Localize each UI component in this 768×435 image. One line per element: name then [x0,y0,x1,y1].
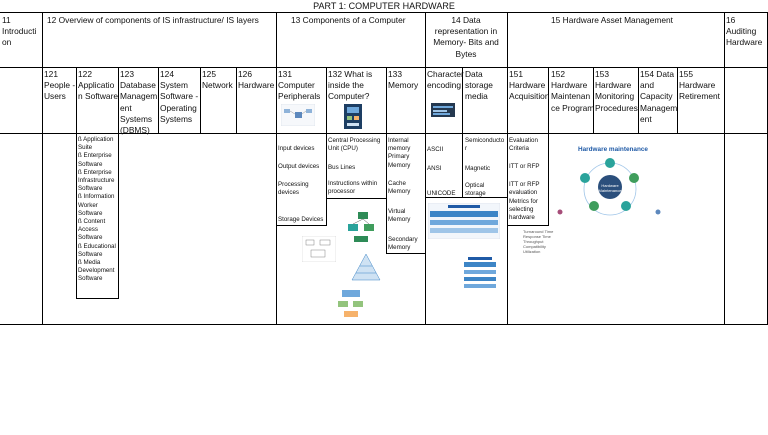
ascii-label: ASCII [427,146,444,153]
app-list-box-left [76,133,77,299]
application-software-list: ß Application Suite ß Enterprise Softwar… [78,136,116,283]
col-divider [42,12,43,325]
sub-divider [326,67,327,134]
inside-box-right [386,133,387,199]
virtual-memory-label: Virtual Memory [388,208,411,224]
col-divider [724,12,725,325]
subheader-141: Character encoding [427,69,464,91]
header-15: 15 Hardware Asset Management [551,15,673,25]
input-devices: Input devices [278,145,315,152]
peripherals-thumbnail [281,104,315,126]
subheader-153: 153 Hardware Monitoring Procedures [595,69,638,113]
itt-rfp-evaluation: ITT or RFP evaluation [509,181,540,197]
app-list-box-right [118,133,119,299]
header-12: 12 Overview of components of IS infrastr… [47,15,259,25]
metrics-list: Turnaround Time Response Time Throughput… [523,229,554,254]
computer-inside-thumbnail [344,104,362,129]
subheader-121: 121 People - Users [44,69,76,102]
sub-divider [158,67,159,134]
hardware-maintenance-diagram [557,158,661,216]
processor-diagram [344,208,380,248]
cache-memory-label: Cache Memory [388,180,411,196]
col-divider [425,12,426,325]
sub-divider [118,67,119,134]
header-11: 11 Introducti on [2,15,37,48]
sub-divider [548,67,549,134]
encoding-box-bottom [425,197,507,198]
header-14: 14 Data representation in Memory- Bits a… [433,15,499,59]
subheader-122: 122 Applicatio n Software [78,69,119,102]
header-row-divider [0,67,768,68]
header-13: 13 Components of a Computer [291,15,406,25]
subheader-124: 124 System Software - Operating Systems [160,69,199,124]
subheader-123: 123 Database Managem ent Systems (DBMS) [120,69,158,136]
ansi-label: ANSI [427,165,442,172]
subheader-154: 154 Data and Capacity Managem ent [640,69,678,124]
subheader-152: 152 Hardware Maintenan ce Program [551,69,595,113]
output-devices: Output devices [278,163,320,170]
subheader-125: 125 Network [202,69,233,91]
peripherals-box-bottom [276,225,327,226]
sub-divider [76,67,77,134]
header-16: 16 Auditing Hardware [726,15,763,48]
sub-divider [593,67,594,134]
app-list-box-bottom [76,298,119,299]
bus-lines-label: Bus Lines [328,164,356,171]
acquisition-box-bottom [507,225,549,226]
subheader-155: 155 Hardware Retirement [679,69,720,102]
cpu-label: Central Processing Unit (CPU) [328,137,381,153]
bits-bytes-slide [462,256,498,296]
computer-block-diagram [302,236,336,262]
itt-rfp: ITT or RFP [509,163,540,170]
maintenance-center-label: Hardware Maintenance [598,183,622,193]
col-divider [507,12,508,325]
sub-divider [638,67,639,134]
sub-divider [462,67,463,134]
peripherals-box-right [326,133,327,226]
subheader-142: Data storage media [465,69,493,102]
instructions-label: Instructions within processor [328,180,378,196]
unicode-label: UNICODE [427,190,456,197]
memory-hierarchy-diagram [350,252,382,282]
optical-label: Optical storage [465,182,486,198]
metrics-selecting-hardware: Metrics for selecting hardware [509,198,538,222]
subheader-132: 132 What is inside the Computer? [328,69,373,102]
processing-devices: Processing devices [278,181,309,197]
memory-box-left [386,198,387,254]
memory-box-bottom [386,253,426,254]
encoding-box-right [462,133,463,198]
semiconductor-label: Semiconducto r [465,137,505,153]
subheader-row-divider [0,133,768,134]
internal-memory-label: Internal memory Primary Memory [388,137,411,169]
subheader-133: 133 Memory [388,69,419,91]
sub-divider [236,67,237,134]
sub-divider [386,67,387,134]
subheader-131: 131 Computer Peripherals [278,69,321,102]
secondary-memory-label: Secondary Memory [388,236,418,252]
encoding-thumbnail [431,103,455,117]
page-title: PART 1: COMPUTER HARDWARE [313,1,455,11]
sub-divider [677,67,678,134]
inside-box-bottom [326,198,387,199]
maintenance-title: Hardware maintenance [578,146,648,153]
magnetic-label: Magnetic [465,165,491,172]
acquisition-box-right [548,133,549,226]
storage-devices: Storage Devices [278,216,324,223]
subheader-151: 151 Hardware Acquisition [509,69,550,102]
sub-divider [200,67,201,134]
table-top-border [0,12,768,13]
subheader-126: 126 Hardware [238,69,275,91]
col-divider [276,12,277,325]
table-bottom-border [0,324,768,325]
storage-diagram [336,286,366,320]
storage-media-slide [428,203,500,239]
evaluation-criteria: Evaluation Criteria [509,137,538,153]
